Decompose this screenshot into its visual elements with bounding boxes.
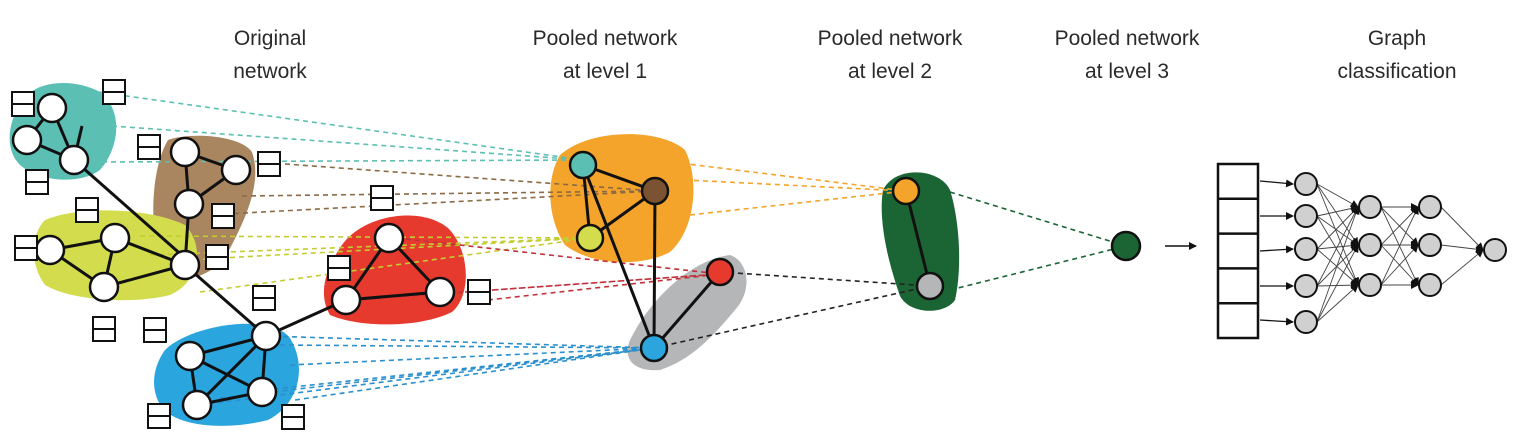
classifier-edge: [1380, 206, 1419, 286]
classifier-node: [1418, 273, 1442, 297]
map-red: [349, 236, 721, 303]
classifier-edge: [1380, 244, 1419, 286]
classifier-node: [1358, 273, 1382, 297]
node-brown-2: [220, 154, 252, 186]
title-original-network: Original network: [233, 27, 307, 83]
node-blue-4: [181, 389, 213, 421]
feature-box: [281, 404, 305, 430]
node-red-2: [330, 284, 362, 316]
classifier-node: [1358, 233, 1382, 257]
title-pooled-level-3: Pooled network at level 3: [1054, 27, 1200, 83]
classifier-edges: [1316, 183, 1484, 323]
title-graph-classification: Graph classification: [1337, 27, 1457, 83]
node-red-3: [424, 276, 456, 308]
feature-box: [14, 235, 38, 261]
pooled-node-level-3: [1110, 230, 1142, 262]
classifier-edge: [1316, 183, 1359, 246]
classifier-edge: [1440, 244, 1484, 254]
pooled-node-red: [705, 257, 735, 287]
feature-box: [205, 244, 229, 270]
classifier-edge: [1316, 215, 1359, 286]
feature-box: [143, 317, 167, 343]
feature-box: [25, 169, 49, 195]
feature-vectors: [11, 79, 491, 430]
classifier-nodes: [1294, 172, 1507, 334]
map-teal: [97, 91, 584, 163]
classifier-edge: [1316, 284, 1359, 323]
feature-box: [11, 91, 35, 117]
pooled-blob-orange: [550, 134, 694, 263]
feature-box: [327, 255, 351, 281]
title-pooled-level-2: Pooled network at level 2: [817, 27, 963, 83]
map-dark-green: [949, 191, 1127, 291]
classifier-node: [1294, 172, 1318, 196]
node-brown-3: [173, 188, 205, 220]
pooled-node-yellow-green: [575, 223, 605, 253]
node-blue-2: [174, 340, 206, 372]
node-teal-3: [58, 144, 90, 176]
classifier-edge: [1316, 248, 1359, 286]
node-yg-2: [34, 234, 66, 266]
node-yg-4: [169, 249, 201, 281]
pooled-blobs: [550, 134, 960, 371]
feature-box: [147, 403, 171, 429]
feature-box: [467, 279, 491, 305]
node-brown-1: [169, 136, 201, 168]
node-yg-3: [88, 271, 120, 303]
classifier-node: [1294, 204, 1318, 228]
classifier-node: [1418, 195, 1442, 219]
feature-box: [370, 185, 394, 211]
feature-box: [257, 151, 281, 177]
classifier-node: [1483, 238, 1507, 262]
node-teal-1: [36, 92, 68, 124]
classifier-edge: [1316, 206, 1360, 323]
map-yellow-green: [139, 235, 591, 293]
classifier-input-arrow: [1259, 317, 1294, 326]
classifier-node: [1294, 237, 1318, 261]
classifier-edge: [1316, 215, 1359, 246]
node-yg-1: [99, 222, 131, 254]
pooled-node-blue: [639, 333, 669, 363]
classifier-input-arrows: [1259, 179, 1294, 326]
classifier-input-vector: [1216, 162, 1260, 340]
node-red-1: [373, 222, 405, 254]
classifier-edge: [1316, 183, 1359, 208]
classifier-edge: [1440, 249, 1484, 286]
title-pooled-level-1: Pooled network at level 1: [532, 27, 678, 83]
classifier-edge: [1316, 281, 1359, 290]
pooled-node-gray: [915, 271, 945, 301]
map-gray: [653, 271, 931, 349]
original-nodes: [11, 92, 456, 421]
classifier-node: [1294, 274, 1318, 298]
classifier-edge: [1316, 244, 1359, 323]
pooled-node-brown: [640, 176, 670, 206]
node-blue-1: [250, 320, 282, 352]
classifier-edge: [1316, 206, 1359, 250]
feature-box: [75, 197, 99, 223]
pooled-level-1-graph: [568, 150, 735, 363]
map-orange: [654, 159, 907, 216]
feature-box: [252, 285, 276, 311]
node-blue-3: [246, 376, 278, 408]
classifier-edge: [1316, 206, 1359, 287]
map-blue: [199, 335, 655, 406]
classifier-network: [1216, 162, 1507, 340]
classifier-edge: [1316, 183, 1360, 286]
pooled-level-2-graph: [891, 176, 945, 301]
pooled-node-teal: [568, 150, 598, 180]
classifier-node: [1418, 233, 1442, 257]
feature-box: [92, 316, 116, 342]
classifier-edge: [1440, 206, 1484, 251]
classifier-node: [1294, 310, 1318, 334]
classifier-node: [1358, 195, 1382, 219]
original-edges: [25, 107, 442, 407]
classifier-input-arrow: [1259, 179, 1294, 188]
node-teal-2: [11, 124, 43, 156]
feature-box: [102, 79, 126, 105]
feature-box: [137, 134, 161, 160]
feature-box: [211, 203, 235, 229]
pooled-node-orange: [891, 176, 921, 206]
classifier-input-arrow: [1259, 245, 1294, 254]
